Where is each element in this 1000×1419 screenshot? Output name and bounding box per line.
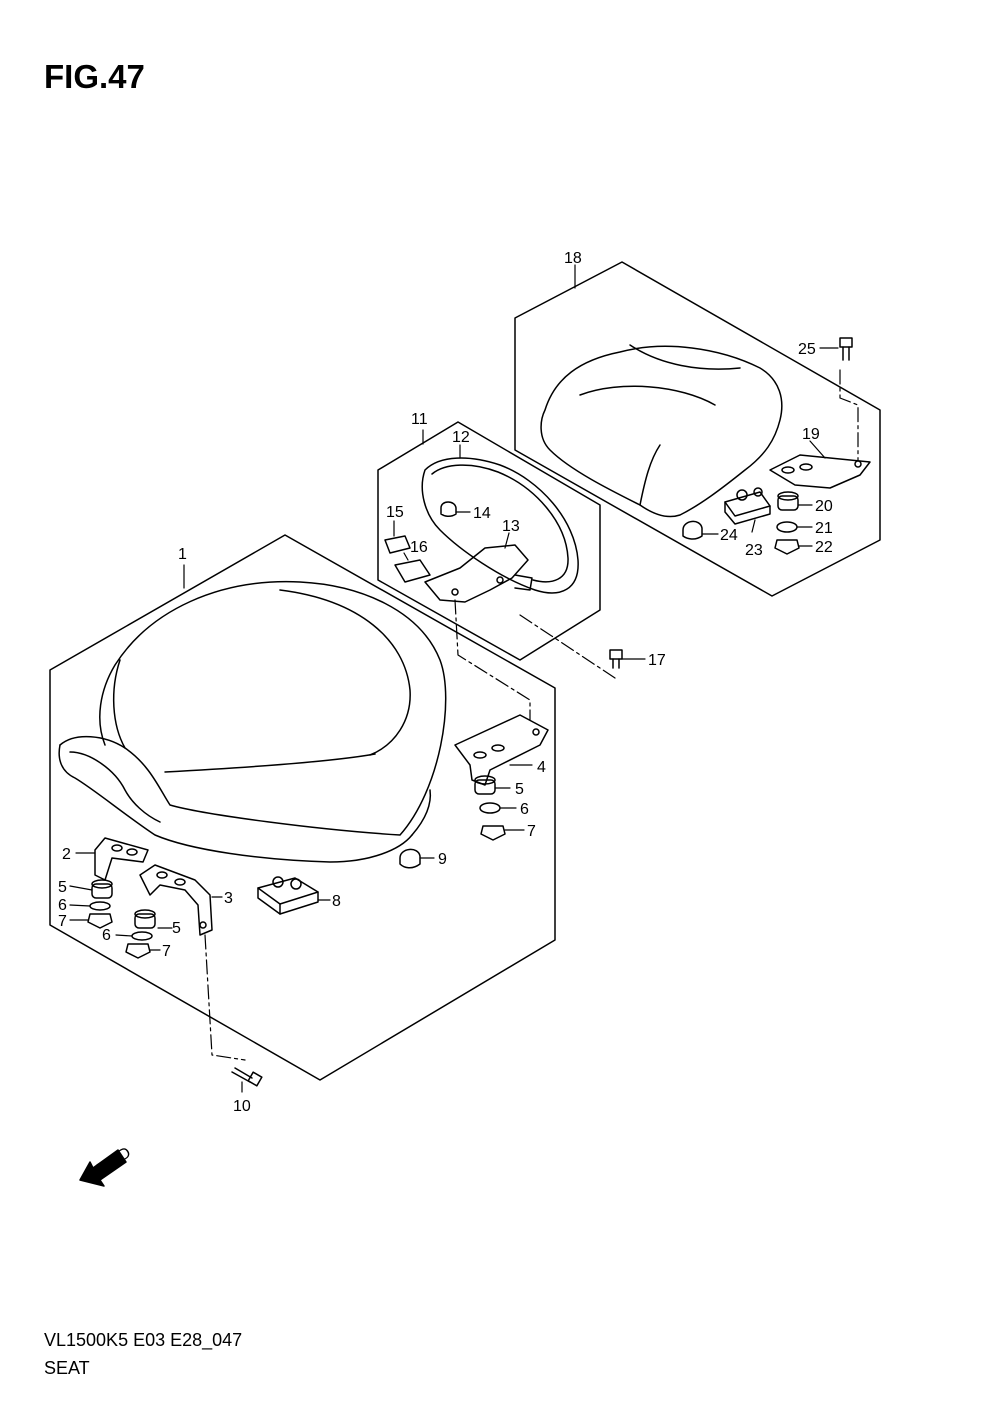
rear-seat [540,344,783,518]
figure-code: VL1500K5 E03 E28_047 [44,1330,243,1350]
cushion-24 [682,520,703,540]
callout-labels: 1 2 3 4 5 5 5 6 6 6 7 7 7 8 9 10 11 12 1… [58,250,833,1115]
callout-5-b: 5 [172,920,181,937]
bolt-10 [231,1067,263,1087]
callout-24: 24 [720,527,738,544]
assembly-lines [204,369,859,1061]
callout-5-a: 5 [58,879,67,896]
callout-6-c: 6 [520,801,529,818]
callout-11: 11 [411,411,428,428]
cushion-5c [474,775,496,795]
callout-20: 20 [815,498,833,515]
callout-2: 2 [62,846,71,863]
frame-12 [421,457,579,594]
cushion-5a [91,879,113,899]
callout-13: 13 [502,518,520,535]
callout-6-a: 6 [58,897,67,914]
washer-6a [89,901,111,911]
nut-7b [125,943,151,959]
washer-6b [131,931,153,941]
cushion-9 [399,848,421,869]
callout-12: 12 [452,429,470,446]
nut-22 [774,539,800,555]
figure-title: FIG.47 [44,58,145,95]
callout-8: 8 [332,893,341,910]
callout-16: 16 [410,539,428,556]
cushion-5b [134,909,156,929]
bracket-4 [454,714,549,786]
callout-7-a: 7 [58,913,67,930]
front-seat [58,580,447,863]
washer-6c [479,802,501,814]
nut-14 [440,501,457,518]
pad-16 [394,559,431,583]
callout-21: 21 [815,520,833,537]
callout-17: 17 [648,652,666,669]
bolt-17 [609,649,623,669]
group-box-seat-base [377,421,601,661]
nut-7a [87,913,113,929]
connector-23 [724,487,771,525]
callout-18: 18 [564,250,582,267]
forward-arrow-icon: FWD [79,1144,134,1187]
callout-7-b: 7 [162,943,171,960]
callout-4: 4 [537,759,546,776]
callout-22: 22 [815,539,833,556]
callout-5-c: 5 [515,781,524,798]
group-box-rear-seat [514,261,881,597]
callout-1: 1 [178,546,187,563]
callout-3: 3 [224,890,233,907]
connector-8 [257,876,319,915]
callout-6-b: 6 [102,927,111,944]
washer-21 [776,521,798,533]
leader-lines [69,264,839,1093]
fwd-label: FWD [94,1144,134,1178]
group-box-front-seat [49,534,556,1081]
callout-9: 9 [438,851,447,868]
cushion-20 [777,491,799,511]
callout-14: 14 [473,505,491,522]
callout-15: 15 [386,504,404,521]
callout-19: 19 [802,426,820,443]
callout-7-c: 7 [527,823,536,840]
bracket-19 [769,454,871,489]
bracket-3 [139,864,213,936]
clip-15 [384,535,411,554]
bracket-13 [424,544,533,603]
bracket-2 [94,837,149,881]
callout-10: 10 [233,1098,251,1115]
figure-name: SEAT [44,1358,90,1378]
callout-23: 23 [745,542,763,559]
nut-7c [480,825,506,841]
callout-25: 25 [798,341,816,358]
bolt-25 [839,337,853,361]
